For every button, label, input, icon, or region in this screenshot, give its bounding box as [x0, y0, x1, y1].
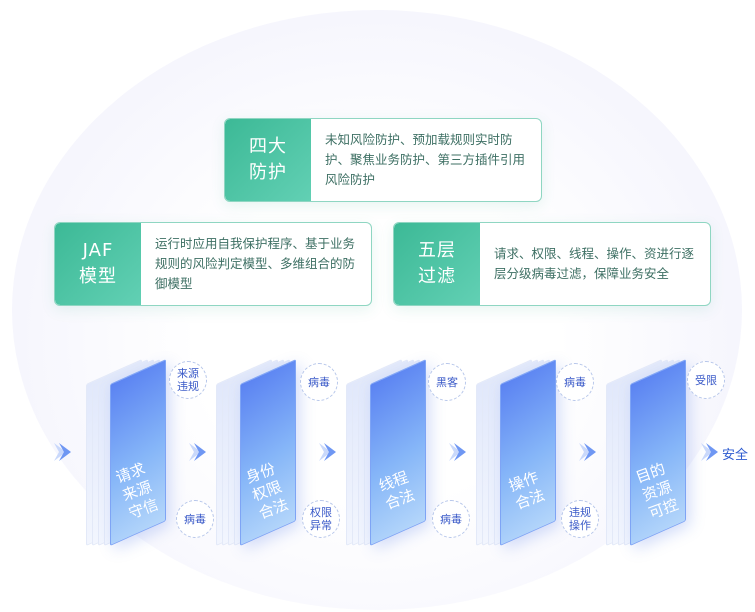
chevron-right-icon [579, 443, 596, 461]
card-five-layer-filter: 五层 过滤 请求、权限、线程、操作、资进行逐层分级病毒过滤，保障业务安全 [393, 222, 711, 306]
threat-bubble: 来源 违规 [169, 361, 207, 399]
threat-bubble: 权限 异常 [302, 500, 340, 538]
card-title: 四大 防护 [225, 119, 311, 201]
chevron-right-icon [189, 443, 206, 461]
stage-panel-identity-permission: 身份 权限 合法 [216, 359, 300, 564]
threat-bubble: 黑客 [428, 363, 466, 401]
card-jaf-model: JAF 模型 运行时应用自我保护程序、基于业务规则的风险判定模型、多维组合的防御… [54, 222, 372, 306]
chevron-right-icon [54, 443, 71, 461]
chevron-right-icon [701, 443, 718, 461]
card-description: 未知风险防护、预加载规则实时防护、聚焦业务防护、第三方插件引用风险防护 [325, 132, 526, 187]
stage-panel-request-source: 请求 来源 守信 [86, 359, 170, 564]
stage-panel-target-resource: 目的 资源 可控 [606, 359, 690, 564]
chevron-right-icon [319, 443, 336, 461]
chevron-right-icon [449, 443, 466, 461]
threat-bubble: 病毒 [556, 363, 594, 401]
threat-bubble: 病毒 [300, 363, 338, 401]
card-description: 请求、权限、线程、操作、资进行逐层分级病毒过滤，保障业务安全 [494, 246, 695, 281]
flow-end-label: 安全 [722, 448, 749, 463]
threat-bubble: 受限 [687, 361, 725, 399]
threat-bubble: 病毒 [432, 500, 470, 538]
threat-bubble: 病毒 [176, 500, 214, 538]
stage-panel-thread: 线程 合法 [346, 359, 430, 564]
card-four-protection: 四大 防护 未知风险防护、预加载规则实时防护、聚焦业务防护、第三方插件引用风险防… [224, 118, 542, 202]
card-title: 五层 过滤 [394, 223, 480, 305]
card-title: JAF 模型 [55, 223, 141, 305]
threat-bubble: 违规 操作 [561, 500, 599, 538]
stage-panel-operation: 操作 合法 [476, 359, 560, 564]
card-description: 运行时应用自我保护程序、基于业务规则的风险判定模型、多维组合的防御模型 [155, 236, 356, 291]
